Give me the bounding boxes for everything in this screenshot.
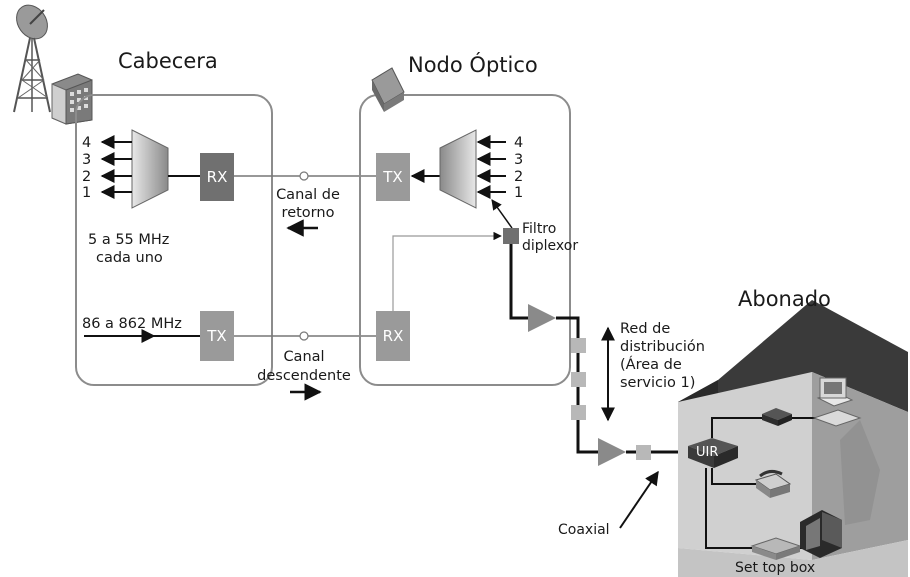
- red-label-1: Red de: [620, 321, 670, 337]
- abonado-title: Abonado: [738, 287, 831, 311]
- computer-icon: [812, 377, 862, 427]
- modem-icon: [762, 408, 792, 426]
- cabecera-demux: [131, 129, 169, 209]
- cabecera-channel-2: 2: [82, 169, 91, 185]
- cabecera-channel-1: 1: [82, 185, 91, 201]
- tap-2: [571, 372, 586, 387]
- nodo-channel-2: 2: [514, 169, 523, 185]
- cabecera-panel: [75, 94, 273, 386]
- nodo-rx-label: RX: [383, 327, 404, 345]
- nodo-channel-arrows: [476, 135, 506, 199]
- band-return-label-2: cada uno: [96, 250, 163, 266]
- set-top-box-icon: [750, 537, 802, 560]
- amplifier-1: [528, 304, 556, 332]
- cabecera-title: Cabecera: [118, 49, 218, 73]
- nodo-channel-1: 1: [514, 185, 523, 201]
- diplexer-filter: [503, 228, 519, 244]
- uir-label: UIR: [696, 445, 718, 460]
- cabecera-channel-3: 3: [82, 152, 91, 168]
- satellite-dish-icon: [13, 4, 51, 113]
- headend-building-icon: [51, 73, 93, 125]
- band-return-label: 5 a 55 MHz: [88, 232, 169, 248]
- nodo-panel: [359, 94, 571, 386]
- amplifier-2: [598, 438, 626, 466]
- nodo-channel-3: 3: [514, 152, 523, 168]
- television-icon: [800, 510, 842, 558]
- tap-4: [636, 445, 651, 460]
- node-enclosure-icon: [371, 67, 405, 112]
- nodo-tx-box: [376, 153, 410, 201]
- red-label-4: servicio 1): [620, 375, 695, 391]
- tap-3: [571, 405, 586, 420]
- coaxial-label: Coaxial: [558, 522, 610, 538]
- cabecera-tx-box: [200, 311, 234, 361]
- tap-1: [571, 338, 586, 353]
- cabecera-tx-label: TX: [206, 327, 226, 345]
- uir-box: [714, 446, 738, 468]
- cabecera-channel-4: 4: [82, 135, 91, 151]
- nodo-title: Nodo Óptico: [408, 52, 538, 77]
- cabecera-rx-box: [200, 153, 234, 201]
- band-down-label: 86 a 862 MHz: [82, 316, 182, 332]
- return-label-2: retorno: [282, 205, 335, 221]
- cabecera-rx-label: RX: [207, 168, 228, 186]
- down-label-1: Canal: [283, 349, 324, 365]
- red-label-2: distribución: [620, 339, 705, 355]
- nodo-channel-4: 4: [514, 135, 523, 151]
- cabecera-channel-arrows: [100, 135, 132, 199]
- red-label-3: (Área de: [620, 356, 682, 373]
- settop-label: Set top box: [735, 560, 815, 576]
- filter-label-1: Filtro: [522, 221, 556, 237]
- nodo-rx-box: [376, 311, 410, 361]
- nodo-mux: [439, 129, 477, 209]
- nodo-tx-label: TX: [382, 168, 402, 186]
- down-label-2: descendente: [257, 368, 351, 384]
- telephone-icon: [754, 469, 792, 498]
- filter-label-2: diplexor: [522, 238, 578, 254]
- return-label-1: Canal de: [276, 187, 340, 203]
